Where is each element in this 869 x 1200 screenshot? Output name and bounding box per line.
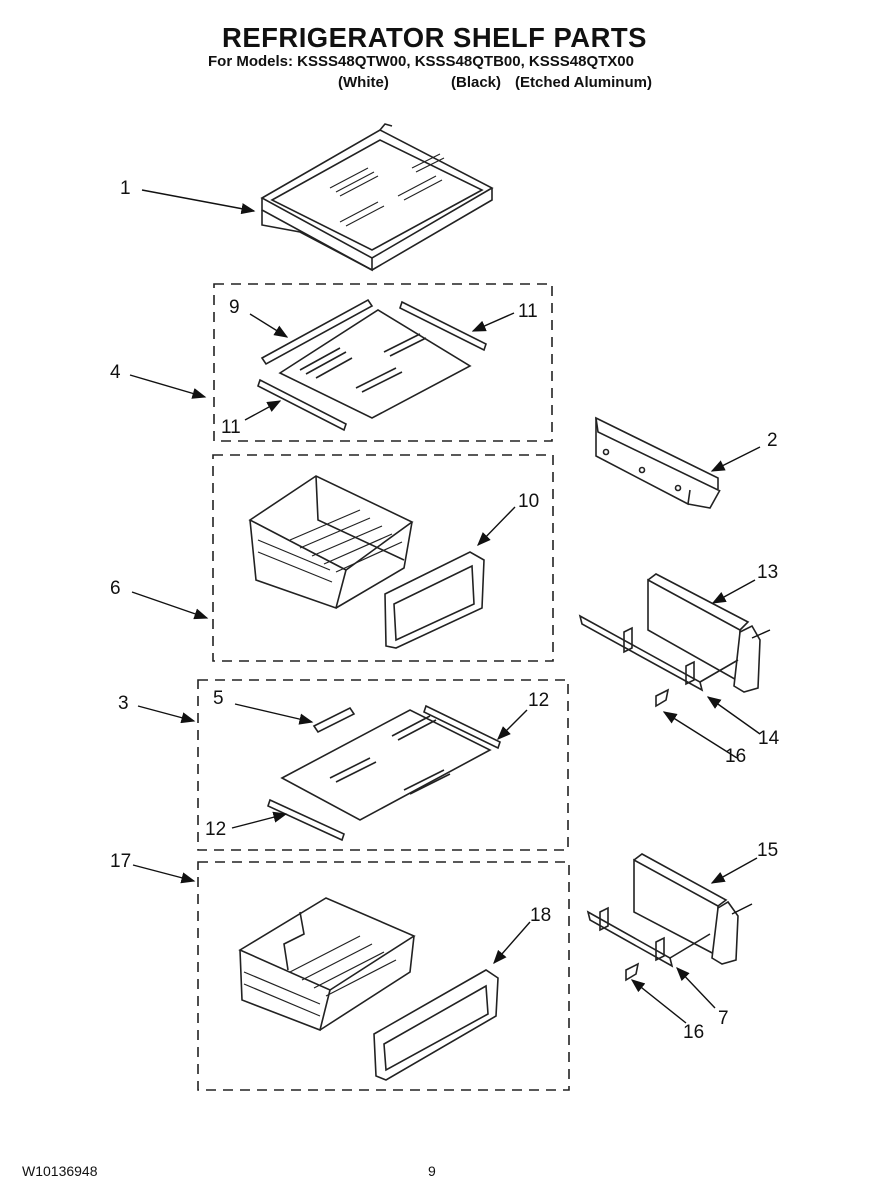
trim-part-5 bbox=[312, 706, 356, 734]
crisper-drawer-group-17 bbox=[238, 897, 499, 1081]
shelf-part-1 bbox=[260, 123, 494, 272]
callout-16-upper: 16 bbox=[725, 746, 746, 767]
rail-part-14 bbox=[578, 614, 704, 692]
screw-part-16-lower bbox=[625, 962, 640, 982]
callout-14: 14 bbox=[758, 728, 780, 749]
callout-12-bottom: 12 bbox=[205, 819, 226, 840]
callout-11-bottom: 11 bbox=[221, 417, 241, 438]
trim-part-12-top bbox=[423, 704, 501, 750]
callout-7: 7 bbox=[718, 1008, 729, 1029]
screw-part-16-upper bbox=[655, 688, 670, 708]
group-box-shelf-assembly-3 bbox=[197, 679, 569, 851]
trim-part-11-top bbox=[399, 300, 487, 352]
glass-shelf-group-4 bbox=[257, 298, 487, 432]
callout-2: 2 bbox=[767, 430, 778, 451]
trim-part-9 bbox=[260, 298, 374, 366]
callout-5: 5 bbox=[213, 688, 224, 709]
crisper-drawer-group-6 bbox=[248, 475, 485, 649]
models-line: For Models: KSSS48QTW00, KSSS48QTB00, KS… bbox=[208, 53, 634, 70]
callout-15: 15 bbox=[757, 840, 778, 861]
model-variants: (White) (Black) (Etched Aluminum) bbox=[208, 74, 668, 94]
glass-shelf-group-3 bbox=[267, 704, 501, 842]
group-box-crisper-assembly-17 bbox=[197, 861, 570, 1091]
crisper-front-part-10 bbox=[384, 551, 485, 649]
callout-4: 4 bbox=[110, 362, 121, 383]
page-title: REFRIGERATOR SHELF PARTS bbox=[222, 22, 647, 53]
crisper-front-part-18 bbox=[373, 969, 499, 1081]
trim-part-11-bottom bbox=[257, 378, 347, 432]
callout-3: 3 bbox=[118, 693, 129, 714]
callout-1: 1 bbox=[120, 178, 131, 199]
group-box-shelf-assembly-4 bbox=[213, 283, 553, 442]
document-number: W10136948 bbox=[22, 1163, 98, 1179]
callout-13: 13 bbox=[757, 562, 778, 583]
callout-6: 6 bbox=[110, 578, 121, 599]
rail-part-7 bbox=[586, 910, 674, 968]
callout-18: 18 bbox=[530, 905, 551, 926]
slide-assembly-13 bbox=[578, 573, 761, 708]
variant-white: (White) bbox=[338, 74, 389, 91]
callout-16-lower: 16 bbox=[683, 1022, 704, 1043]
group-box-crisper-assembly-6 bbox=[212, 454, 554, 662]
rail-part-2 bbox=[594, 416, 721, 509]
trim-part-12-bottom bbox=[267, 798, 345, 842]
callout-10: 10 bbox=[518, 491, 539, 512]
variant-black: (Black) bbox=[451, 74, 502, 91]
callout-11-top: 11 bbox=[518, 301, 538, 322]
page-number: 9 bbox=[428, 1163, 436, 1179]
callout-12-top: 12 bbox=[528, 690, 549, 711]
callout-9: 9 bbox=[229, 297, 240, 318]
variant-etched-aluminum: (Etched Aluminum) bbox=[515, 74, 652, 91]
slide-assembly-15 bbox=[586, 853, 739, 982]
callout-17: 17 bbox=[110, 851, 131, 872]
